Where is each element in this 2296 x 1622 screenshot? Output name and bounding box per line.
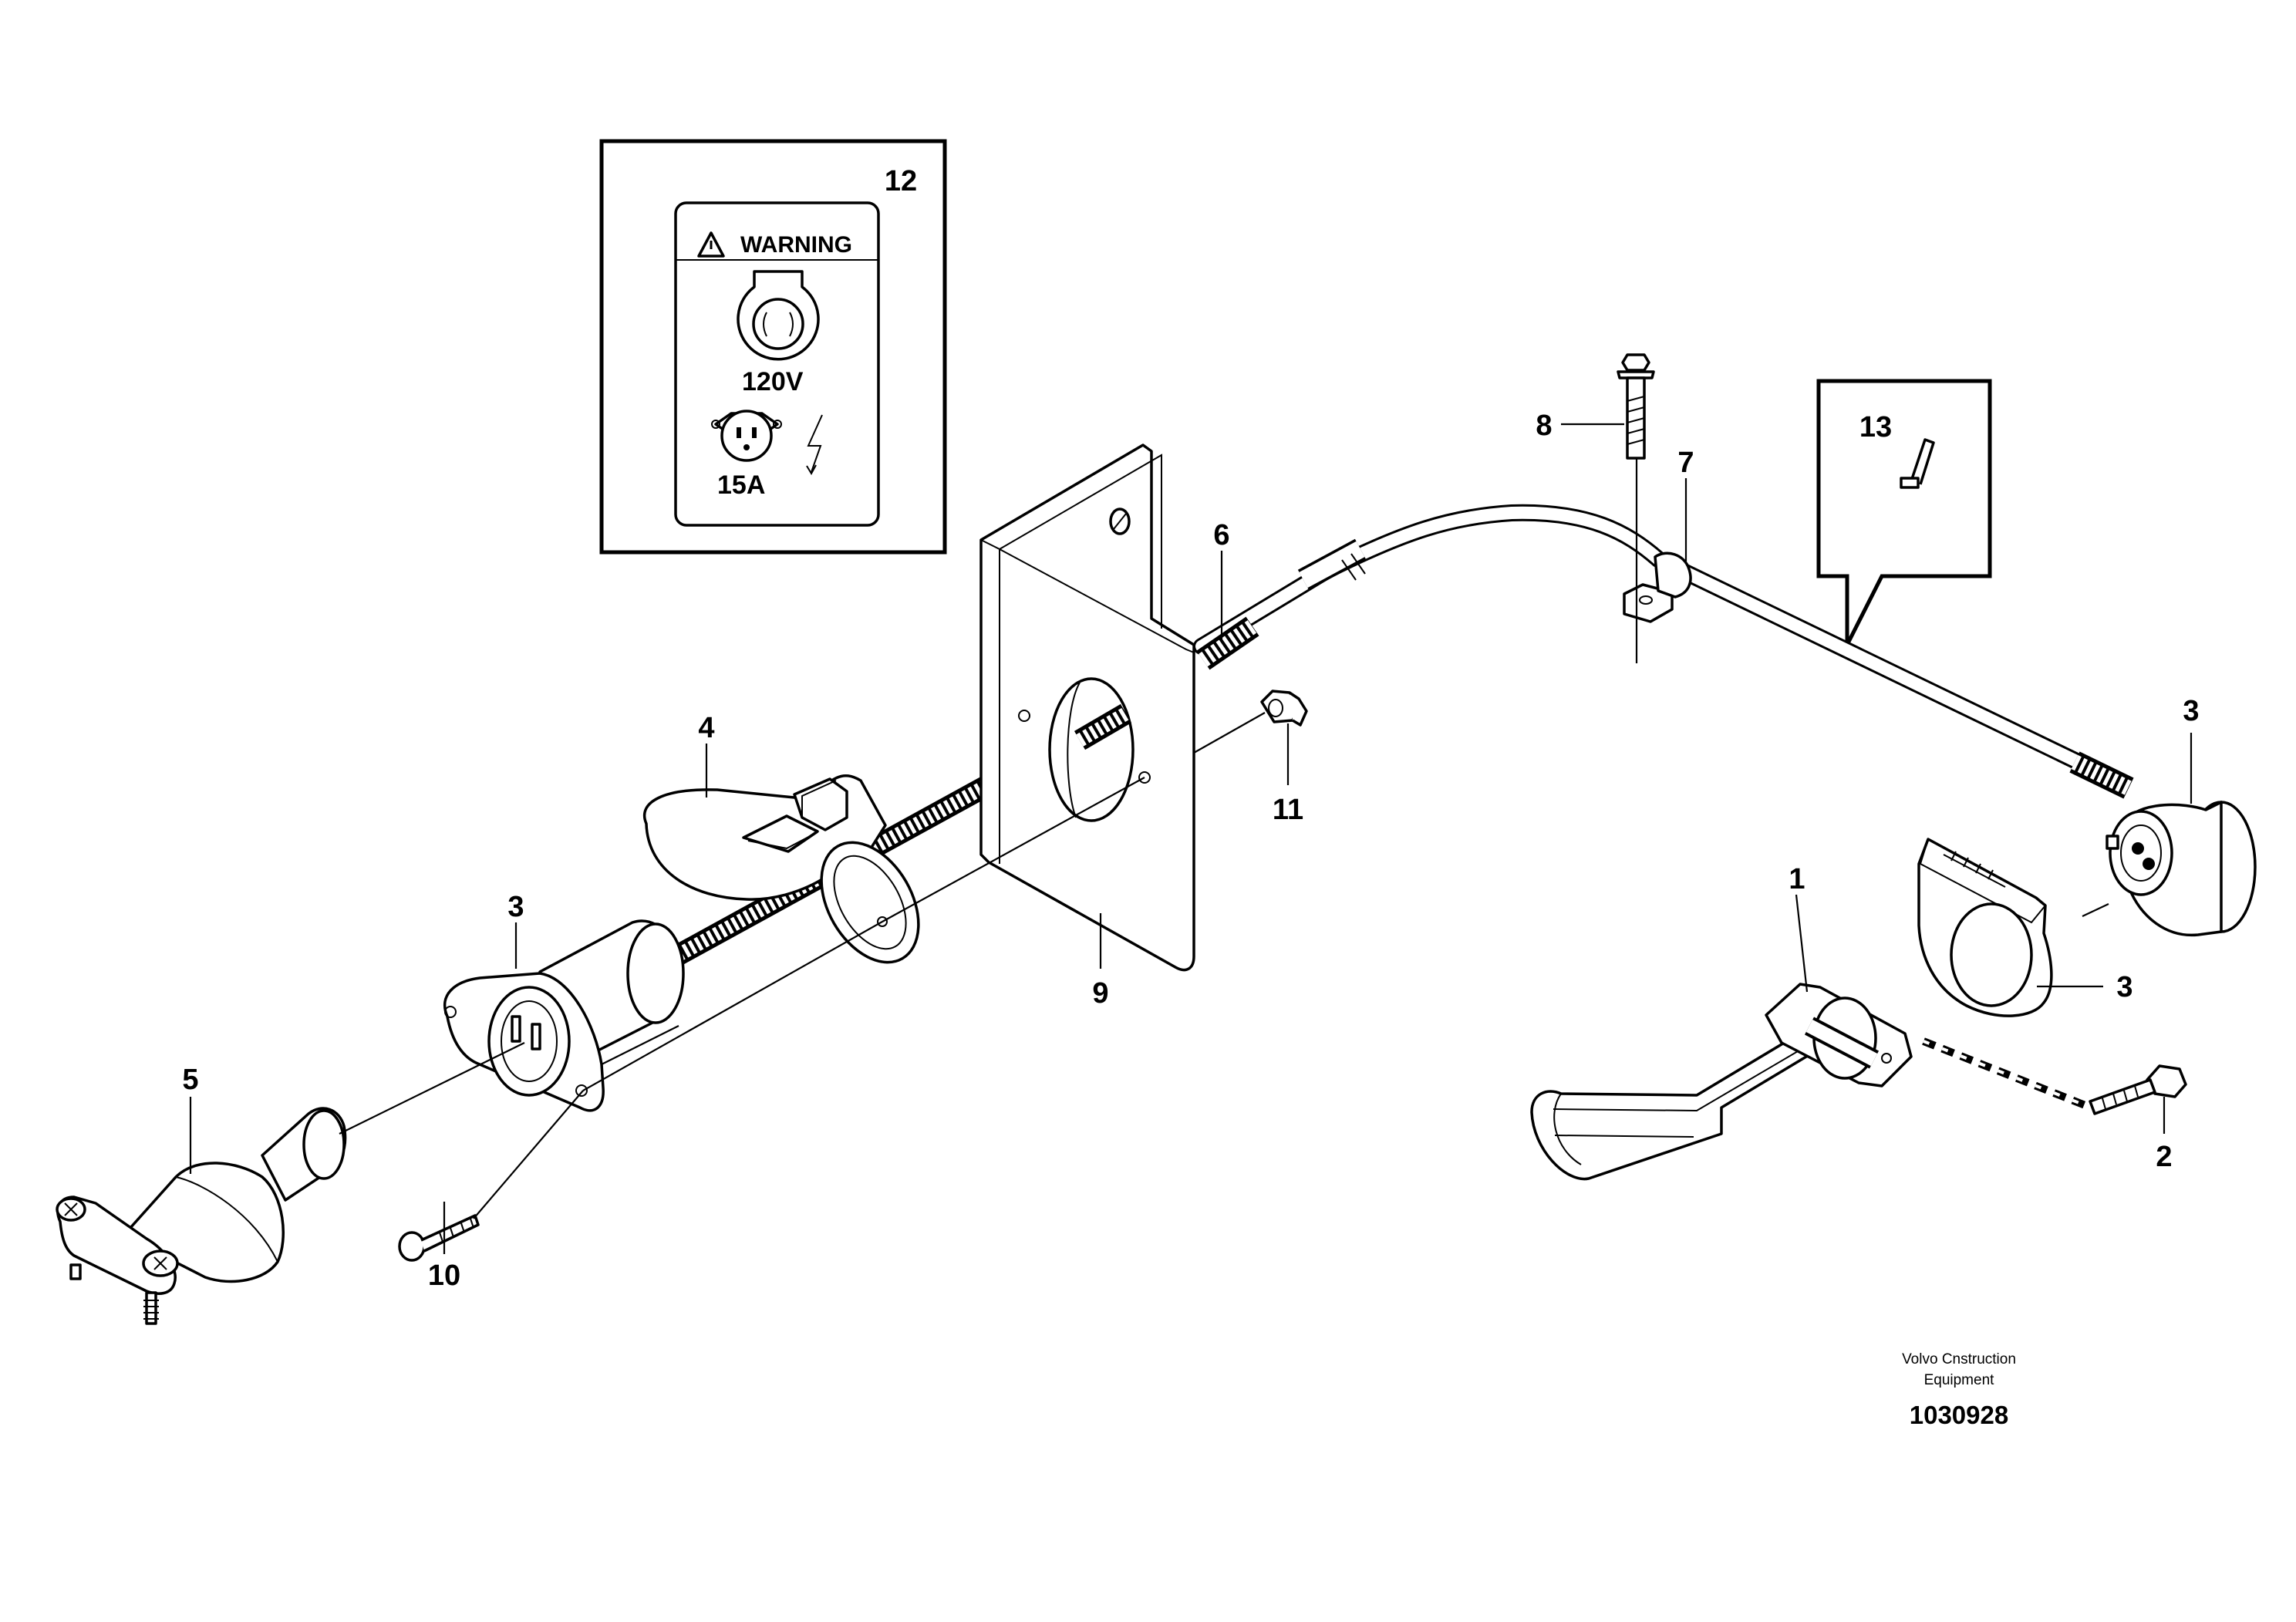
drawing-number: 1030928 xyxy=(1910,1401,2008,1429)
callout-8: 8 xyxy=(1536,410,1552,442)
screw-2 xyxy=(2089,1064,2187,1115)
mounting-ring xyxy=(1917,838,2053,1017)
callout-7: 7 xyxy=(1677,447,1694,479)
nut xyxy=(1260,690,1308,727)
decal-voltage-text: 120V xyxy=(742,367,804,396)
left-socket xyxy=(443,919,685,1112)
right-socket xyxy=(2106,801,2257,937)
callout-2: 2 xyxy=(2156,1141,2172,1173)
callout-3-ring: 3 xyxy=(2116,971,2132,1003)
mounting-bracket xyxy=(979,443,1195,972)
callout-13: 13 xyxy=(1859,411,1892,443)
decal-current-text: 15A xyxy=(717,470,765,500)
socket-cover xyxy=(643,774,920,964)
assembly-lines xyxy=(339,458,2109,1219)
credit-block: Volvo Cnstruction Equipment 1030928 xyxy=(1902,1351,2016,1429)
callout-5: 5 xyxy=(182,1064,198,1096)
callouts: 1 2 3 3 3 4 5 6 7 8 9 10 11 12 13 xyxy=(182,165,2199,1292)
credit-line-1: Volvo Cnstruction xyxy=(1902,1351,2016,1367)
callout-3-right: 3 xyxy=(2183,695,2199,727)
decal-inset: WARNING 120V 15A xyxy=(599,139,947,555)
twist-lock-outlet-icon xyxy=(737,270,820,361)
decal-warning-text: WARNING xyxy=(740,232,852,258)
screw-10 xyxy=(398,1214,480,1262)
credit-line-2: Equipment xyxy=(1924,1372,1995,1388)
callout-3-left: 3 xyxy=(507,891,524,923)
cable-tie-inset xyxy=(1816,379,1992,646)
callout-9: 9 xyxy=(1092,977,1108,1010)
callout-12: 12 xyxy=(885,165,917,197)
bolt-8 xyxy=(1617,353,1655,460)
leader-lines xyxy=(189,423,2193,1254)
plug xyxy=(56,1107,347,1325)
handle-bracket xyxy=(1530,983,1913,1181)
lightning-bolt-icon xyxy=(806,414,823,476)
cable-assembly xyxy=(1193,504,2134,799)
warning-triangle-icon xyxy=(697,231,725,258)
callout-11: 11 xyxy=(1273,794,1303,826)
callout-10: 10 xyxy=(428,1259,460,1292)
cable-clamp xyxy=(1623,551,1692,623)
callout-1: 1 xyxy=(1789,863,1805,895)
straight-blade-outlet-icon xyxy=(711,410,782,462)
callout-4: 4 xyxy=(698,712,714,744)
callout-6: 6 xyxy=(1213,519,1229,551)
cable-tie-icon xyxy=(1871,438,1935,543)
